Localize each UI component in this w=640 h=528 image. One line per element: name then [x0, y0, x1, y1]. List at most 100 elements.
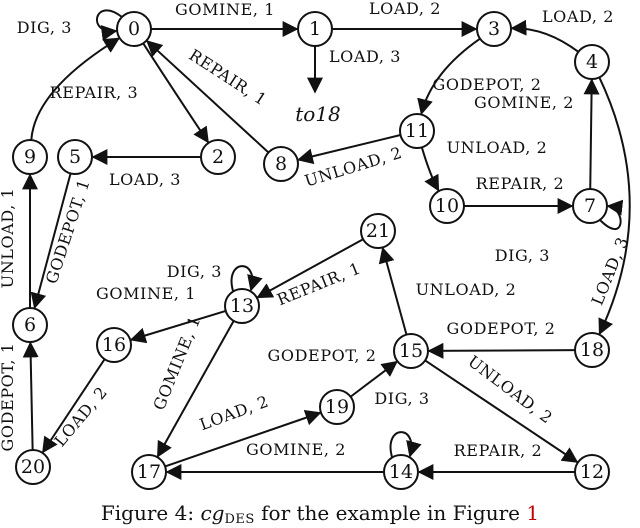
node-8-circle	[263, 146, 299, 182]
caption-symbol-sub: DES	[224, 512, 254, 527]
edge-label-4-to-18: LOAD, 3	[588, 234, 633, 308]
edge-14-to-14	[389, 431, 422, 458]
node-5-circle	[57, 139, 93, 175]
node-14-label: 14	[389, 461, 413, 483]
edge-label-21-to-13: REPAIR, 1	[274, 258, 363, 309]
edge-21-to-13	[256, 238, 364, 299]
node-13: 13	[224, 288, 260, 324]
node-16-label: 16	[102, 334, 126, 356]
edge-7-to-7	[599, 199, 624, 230]
node-17-label: 17	[137, 461, 161, 483]
node-8: 8	[263, 146, 299, 182]
edge-label-5-to-6: GODEPOT, 1	[42, 177, 94, 287]
node-3-circle	[476, 11, 512, 47]
node-18-circle	[574, 332, 610, 368]
node-9-circle	[12, 139, 48, 175]
figure-caption: Figure 4: cgDES for the example in Figur…	[101, 501, 539, 527]
edge-19-to-15	[349, 360, 398, 398]
node-21: 21	[360, 213, 396, 249]
node-3: 3	[476, 11, 512, 47]
node-9-label: 9	[24, 146, 36, 168]
node-1-label: 1	[309, 18, 321, 40]
edge-label-18-to-15: GODEPOT, 2	[447, 319, 556, 338]
node-5-label: 5	[69, 146, 81, 168]
node-4: 4	[574, 44, 610, 80]
node-17-circle	[131, 454, 167, 490]
edge-label-19-to-15: GODEPOT, 2	[268, 346, 377, 365]
node-8-label: 8	[275, 153, 287, 175]
edge-label-10-to-7: REPAIR, 2	[476, 174, 565, 193]
node-6: 6	[12, 307, 48, 343]
edge-7-to-4	[583, 78, 600, 190]
edge-label-1-to-to18: LOAD, 3	[329, 47, 401, 66]
node-2-circle	[200, 139, 236, 175]
node-18: 18	[574, 332, 610, 368]
edge-label-13-to-16: GOMINE, 1	[96, 284, 196, 303]
edge-0-to-2	[142, 42, 209, 144]
node-19-circle	[319, 389, 355, 425]
node-7: 7	[572, 188, 608, 224]
node-11-label: 11	[405, 120, 429, 142]
node-4-label: 4	[586, 51, 598, 73]
node-10: 10	[429, 188, 465, 224]
edge-15-to-21	[378, 246, 408, 335]
edge-8-to-0	[146, 40, 270, 154]
edge-0-to-0	[95, 9, 123, 41]
edge-3-to-11	[417, 37, 481, 116]
node-16-circle	[96, 327, 132, 363]
edge-4-to-18	[598, 76, 631, 336]
node-15: 15	[393, 333, 429, 369]
node-1: 1	[297, 11, 333, 47]
caption-prefix: Figure 4:	[101, 501, 201, 525]
edge-label-6-to-9: UNLOAD, 1	[0, 188, 17, 289]
edge-9-to-0	[30, 37, 121, 141]
edge-label-20-to-6: GODEPOT, 1	[0, 343, 17, 452]
node-17: 17	[131, 454, 167, 490]
edge-label-7-to-7: DIG, 3	[495, 246, 550, 265]
node-20: 20	[15, 449, 51, 485]
edge-label-16-to-20: LOAD, 2	[50, 383, 111, 450]
edges-layer	[22, 9, 631, 480]
edge-label-13-to-13: DIG, 3	[167, 262, 222, 281]
edge-15-to-12	[424, 359, 579, 463]
dangling-target-label: to18	[295, 102, 341, 126]
edge-label-15-to-21: UNLOAD, 2	[416, 280, 517, 299]
node-15-circle	[393, 333, 429, 369]
caption-middle: for the example in Figure	[255, 501, 527, 525]
node-4-circle	[574, 44, 610, 80]
node-21-label: 21	[366, 220, 390, 242]
node-0-circle	[116, 11, 152, 47]
edge-11-to-8	[296, 134, 401, 165]
node-13-circle	[224, 288, 260, 324]
edge-4-to-3	[510, 19, 579, 53]
node-11: 11	[399, 113, 435, 149]
edge-label-4-to-3: LOAD, 2	[542, 7, 614, 26]
edge-label-0-to-0: DIG, 3	[17, 18, 72, 37]
node-6-label: 6	[24, 314, 36, 336]
edge-label-0-to-1: GOMINE, 1	[175, 0, 275, 19]
caption-symbol: cg	[200, 501, 224, 525]
edge-5-to-6	[30, 173, 72, 310]
edge-label-12-to-14: REPAIR, 2	[454, 441, 543, 460]
edge-18-to-15	[427, 342, 576, 359]
edge-11-to-10	[420, 147, 440, 192]
caption-figure-ref[interactable]: 1	[526, 501, 539, 525]
node-12-label: 12	[580, 461, 604, 483]
node-20-circle	[15, 449, 51, 485]
node-2-label: 2	[212, 146, 224, 168]
edge-label-8-to-0: REPAIR, 1	[186, 45, 271, 109]
node-10-label: 10	[435, 195, 459, 217]
node-2: 2	[200, 139, 236, 175]
node-13-label: 13	[230, 295, 254, 317]
edge-13-to-13	[230, 265, 263, 292]
node-19-label: 19	[325, 396, 349, 418]
node-14-circle	[383, 454, 419, 490]
node-7-label: 7	[584, 195, 596, 217]
node-18-label: 18	[580, 339, 604, 361]
edge-label-3-to-11: GODEPOT, 2	[433, 75, 542, 94]
edge-label-13-to-17: GOMINE, 1	[149, 313, 204, 413]
node-20-label: 20	[21, 456, 45, 478]
node-3-label: 3	[488, 18, 500, 40]
